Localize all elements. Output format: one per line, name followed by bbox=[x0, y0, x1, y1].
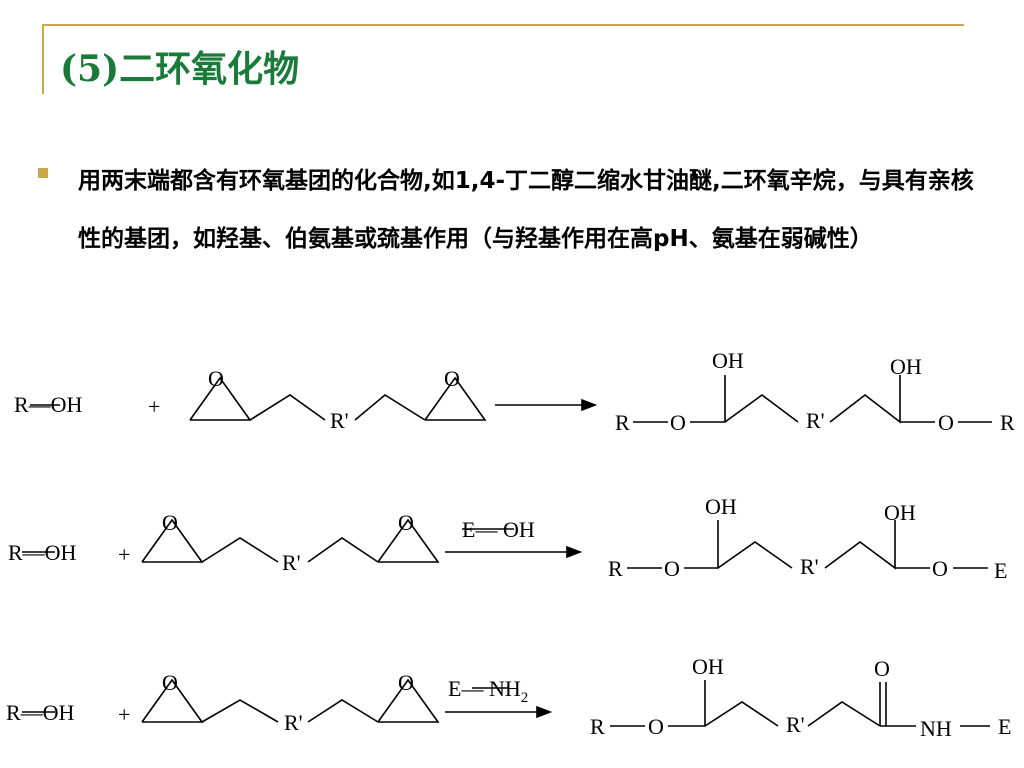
r2-epoxide-o-left: O bbox=[162, 510, 178, 535]
r1-plus: + bbox=[148, 394, 160, 419]
r3-epoxide-o-left: O bbox=[162, 670, 178, 695]
r2-linker: R' bbox=[282, 550, 301, 575]
bullet-text: 用两末端都含有环氧基团的化合物,如1,4-丁二醇二缩水甘油醚,二环氧辛烷，与具有… bbox=[78, 168, 974, 252]
r1-product-right-o: O bbox=[938, 410, 954, 435]
r1-epoxide-o-left: O bbox=[208, 366, 224, 391]
slide-title: (5)二环氧化物 bbox=[60, 48, 300, 90]
reaction-schemes: R—OH + O R' O R O OH R' OH O R R—OH + O … bbox=[6, 348, 1015, 741]
r2-product-linker: R' bbox=[800, 554, 819, 579]
r3-product-right: E bbox=[998, 714, 1011, 739]
r1-reactant: R—OH bbox=[14, 392, 83, 417]
r3-plus: + bbox=[118, 702, 130, 727]
title-bar bbox=[42, 24, 44, 94]
r2-product-left: R bbox=[608, 556, 623, 581]
r3-product-linker: R' bbox=[786, 712, 805, 737]
r3-epoxide-o-right: O bbox=[398, 670, 414, 695]
r2-product-oh-right: OH bbox=[884, 500, 916, 525]
r2-reagent: E— OH bbox=[462, 517, 535, 542]
r1-product-right: R bbox=[1000, 410, 1015, 435]
r1-epoxide-o-right: O bbox=[444, 366, 460, 391]
r1-product-oh-left: OH bbox=[712, 348, 744, 373]
r3-reagent-main: E— NH bbox=[448, 676, 521, 701]
bullet-marker bbox=[38, 168, 48, 178]
r1-product-oh-right: OH bbox=[890, 354, 922, 379]
r2-product-right: E bbox=[994, 558, 1007, 583]
r2-epoxide-o-right: O bbox=[398, 510, 414, 535]
r3-product-nh: NH bbox=[920, 716, 952, 741]
r3-product-left: R bbox=[590, 714, 605, 739]
r3-reagent: E— NH2 bbox=[448, 676, 528, 706]
r1-product-left: R bbox=[615, 410, 630, 435]
title-rule bbox=[42, 24, 964, 26]
r2-product-right-o: O bbox=[932, 556, 948, 581]
r2-product-oh-left: OH bbox=[705, 494, 737, 519]
r3-reactant: R—OH bbox=[6, 700, 75, 725]
r1-linker: R' bbox=[330, 408, 349, 433]
r2-product-o: O bbox=[664, 556, 680, 581]
r3-linker: R' bbox=[284, 710, 303, 735]
r2-plus: + bbox=[118, 542, 130, 567]
r3-reagent-subscript: 2 bbox=[521, 690, 529, 706]
r3-product-carbonyl-o: O bbox=[874, 656, 890, 681]
r1-product-linker: R' bbox=[806, 408, 825, 433]
r1-product-o: O bbox=[670, 410, 686, 435]
r3-product-o: O bbox=[648, 714, 664, 739]
r3-product-oh: OH bbox=[692, 654, 724, 679]
r2-reactant: R—OH bbox=[8, 540, 77, 565]
